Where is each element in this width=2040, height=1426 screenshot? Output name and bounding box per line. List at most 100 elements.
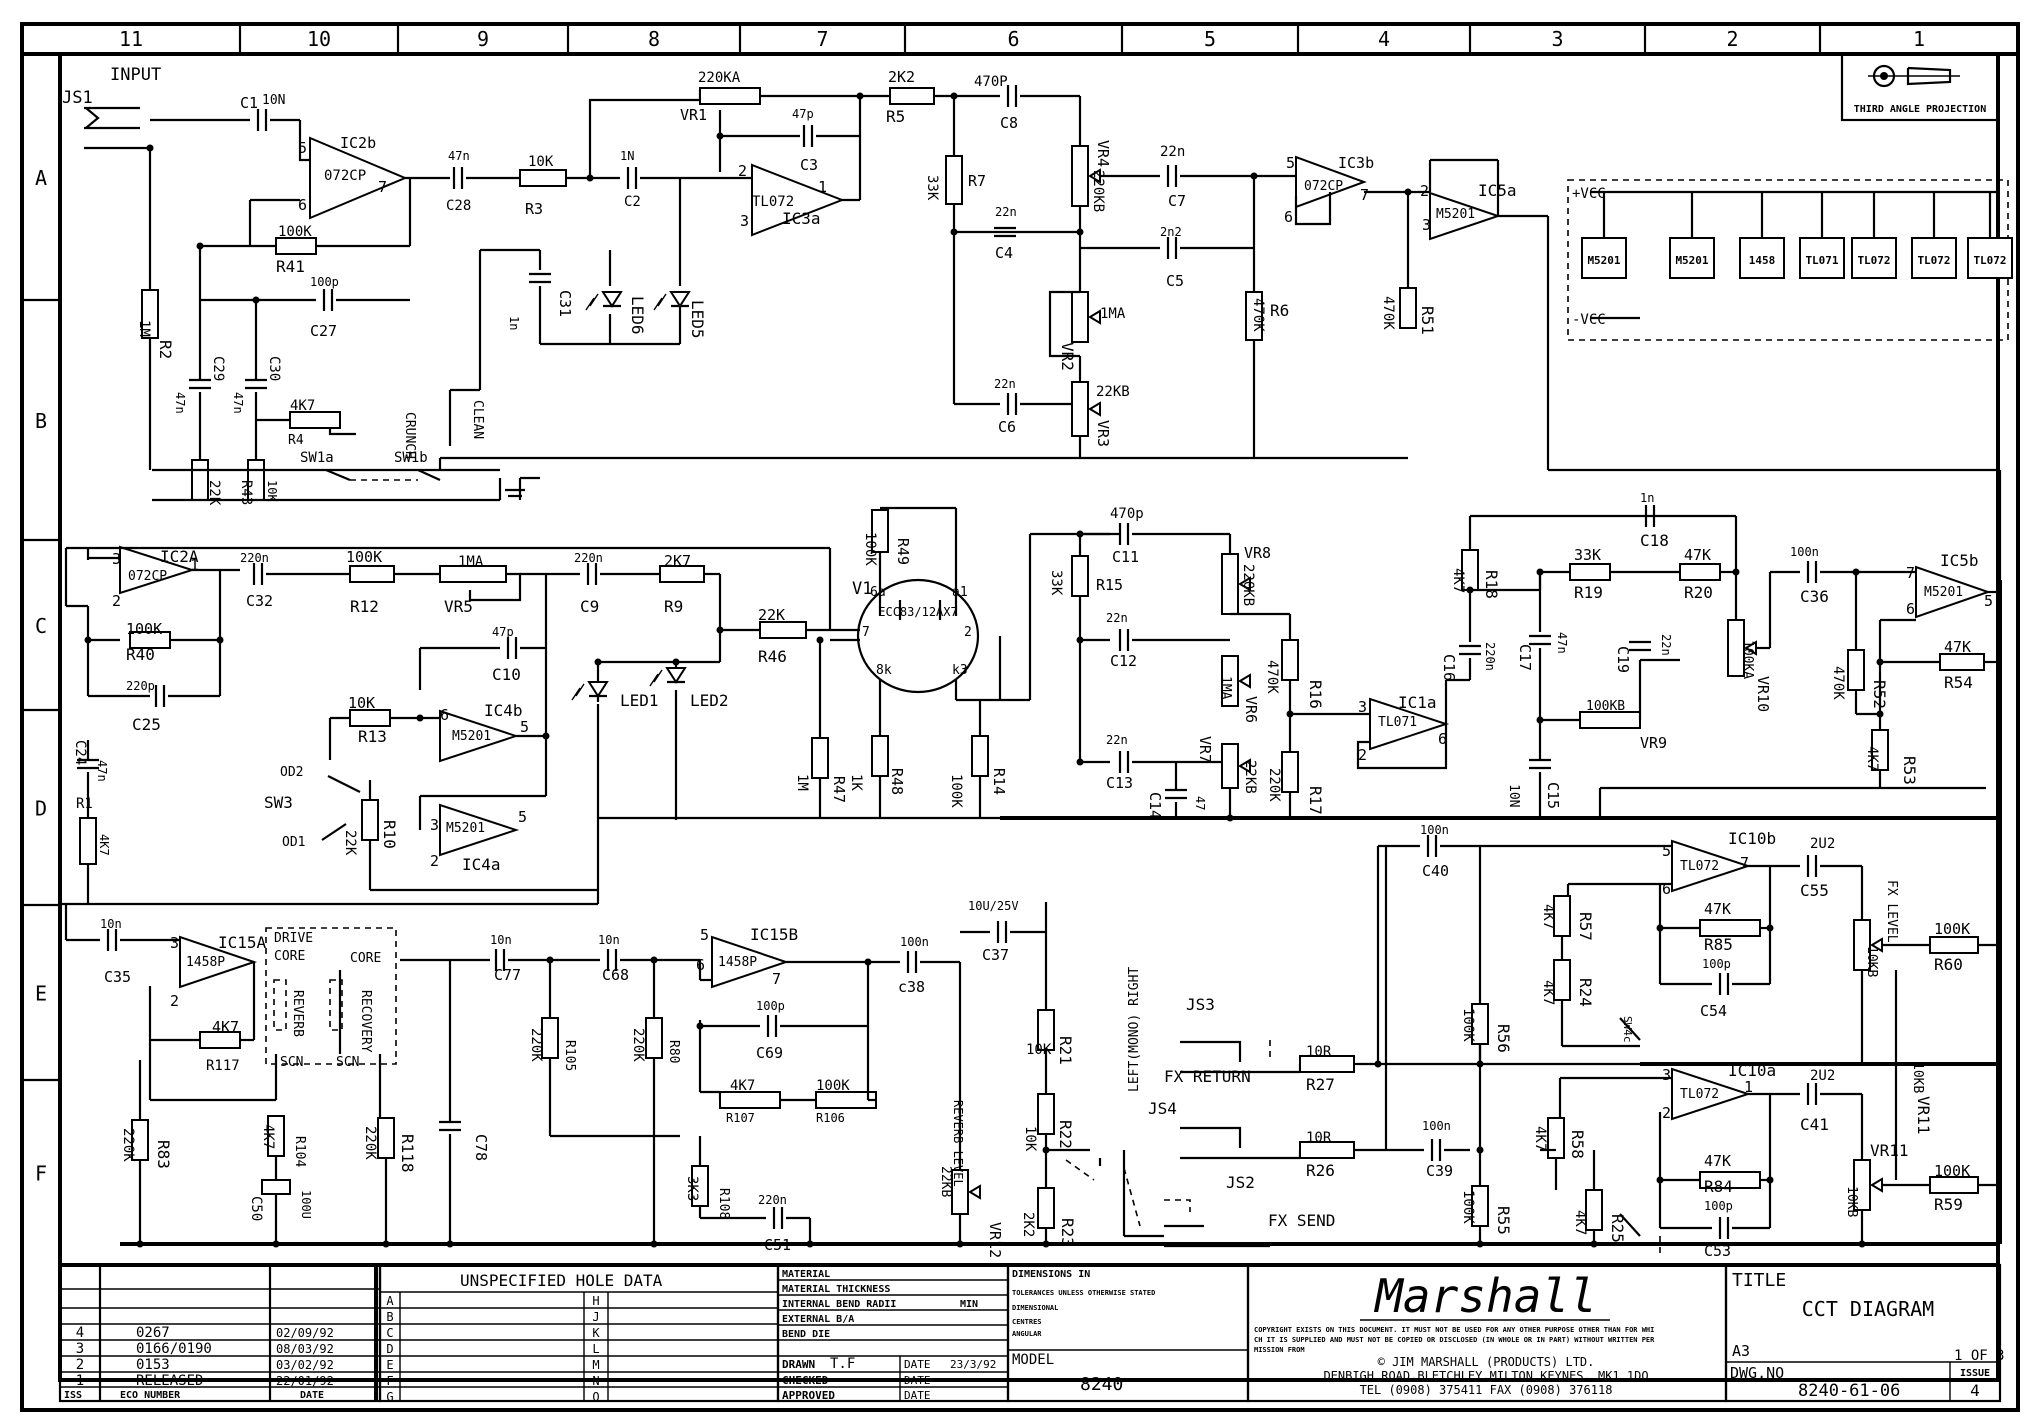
vr5-label: VR5 [444,597,473,616]
r58-resistor [1547,1117,1565,1159]
hole-letter-b: L [592,1342,599,1356]
r23-value: 2K2 [1020,1212,1036,1237]
column-number-3: 3 [1551,27,1563,51]
r58-label: R58 [1568,1130,1587,1159]
material-thickness-label: MATERIAL THICKNESS [782,1284,890,1295]
pin: 7 [862,625,870,640]
r60-value: 100K [1934,920,1970,938]
r47-resistor [811,737,829,779]
r9-value: 2K7 [664,552,691,570]
pin: 5 [1984,592,1993,610]
hole-letter-b: M [592,1358,599,1372]
c35-value: 10n [100,917,122,931]
junction-dot [1250,172,1258,180]
r80-resistor [645,1017,663,1059]
r16-label: R16 [1306,680,1325,709]
r1-value: 4K7 [97,834,111,856]
led6-label: LED6 [628,296,647,335]
r4-label: R4 [288,433,304,448]
copyright-line-3: MISSION FROM [1254,1346,1305,1354]
pin: 3 [740,212,749,230]
rev-date: 02/09/92 [276,1326,334,1340]
vr9-label: VR9 [1640,734,1667,752]
c12-capacitor [1118,629,1130,651]
rev-iss: 4 [76,1325,84,1341]
vr7-pot [1221,743,1239,789]
c41-label: C41 [1800,1115,1829,1134]
r47-value: 1M [794,774,810,791]
c18-label: C18 [1640,531,1669,550]
model-number: 8240 [1080,1374,1123,1395]
copyright-line-2: CH IT IS SUPPLIED AND MUST NOT BE COPIED… [1254,1336,1655,1344]
hole-letter-b: J [592,1310,599,1324]
r46-label: R46 [758,647,787,666]
pin: 2 [1358,746,1367,764]
r40-value: 100K [126,620,162,638]
c55-value: 2U2 [1810,836,1835,852]
od1-label: OD1 [282,835,305,850]
r22-label: R22 [1056,1120,1075,1149]
vr2-value: 1MA [1100,306,1126,322]
hole-letter-b: N [592,1374,599,1388]
r26-value: 10R [1306,1130,1332,1146]
c37-capacitor [996,921,1008,943]
ic3b-label: IC3b [1338,154,1374,172]
date-label-2: DATE [904,1374,931,1387]
rev-eco: 0267 [136,1325,170,1341]
r59-label: R59 [1934,1195,1963,1214]
column-number-5: 5 [1204,27,1216,51]
pin: 6 [696,956,705,974]
drawing-title: CCT DIAGRAM [1802,1297,1934,1321]
hole-letter-a: F [386,1374,393,1388]
pin: 6 [1906,600,1915,618]
c16-value: 220n [1483,642,1497,671]
c40-value: 100n [1420,823,1449,837]
power-ic-label: 1458 [1749,254,1776,267]
junction-dot [672,658,680,666]
r16-value: 470K [1264,660,1280,694]
angular-label: ANGULAR [1012,1330,1042,1338]
junction-dot [950,228,958,236]
r21-label: R21 [1056,1036,1075,1065]
vr8-value: 220KB [1240,564,1256,606]
r23-label: R23 [1058,1218,1077,1247]
r9-label: R9 [664,597,683,616]
c1-value: 10N [262,93,285,108]
c78-capacitor [439,1120,461,1132]
r26-label: R26 [1306,1161,1335,1180]
pin: 6 [1438,730,1447,748]
crunch-label: CRUNCH [402,412,417,459]
r107-resistor [719,1091,781,1109]
ic5a-opamp [1429,191,1502,241]
ic10b-label: IC10b [1728,829,1776,848]
r13-label: R13 [358,727,387,746]
junction-dot [1076,228,1084,236]
rev-eco: 0153 [136,1357,170,1373]
junction-dot [446,1240,454,1248]
r19-label: R19 [1574,583,1603,602]
r117-value: 4K7 [212,1018,239,1036]
ic15b-opamp [711,935,790,989]
bend-die-label: BEND DIE [782,1329,830,1340]
c51-capacitor [772,1207,784,1229]
r80-value: 220K [630,1028,646,1062]
c30-capacitor [245,378,267,390]
ic5b-part: M5201 [1924,585,1963,600]
c27-label: C27 [310,322,337,340]
sw1a-label: SW1a [300,450,334,466]
vr11v-top: 10KB [1864,946,1879,977]
power-ic-block [1669,237,1715,279]
led1-indicator [571,681,609,701]
junction-dot [816,636,824,644]
vcc-positive-label: +VCC [1572,186,1606,202]
pin: 1 [818,178,827,196]
junction-dot [696,1022,704,1030]
r1-resistor [79,817,97,865]
c35-label: C35 [104,968,131,986]
c9-capacitor [586,563,598,585]
power-ic-block [1739,237,1785,279]
c2-value: 1N [620,149,634,163]
r85-label: R85 [1704,935,1733,954]
ic2a-part: 072CP [128,569,167,584]
junction-dot [1404,188,1412,196]
